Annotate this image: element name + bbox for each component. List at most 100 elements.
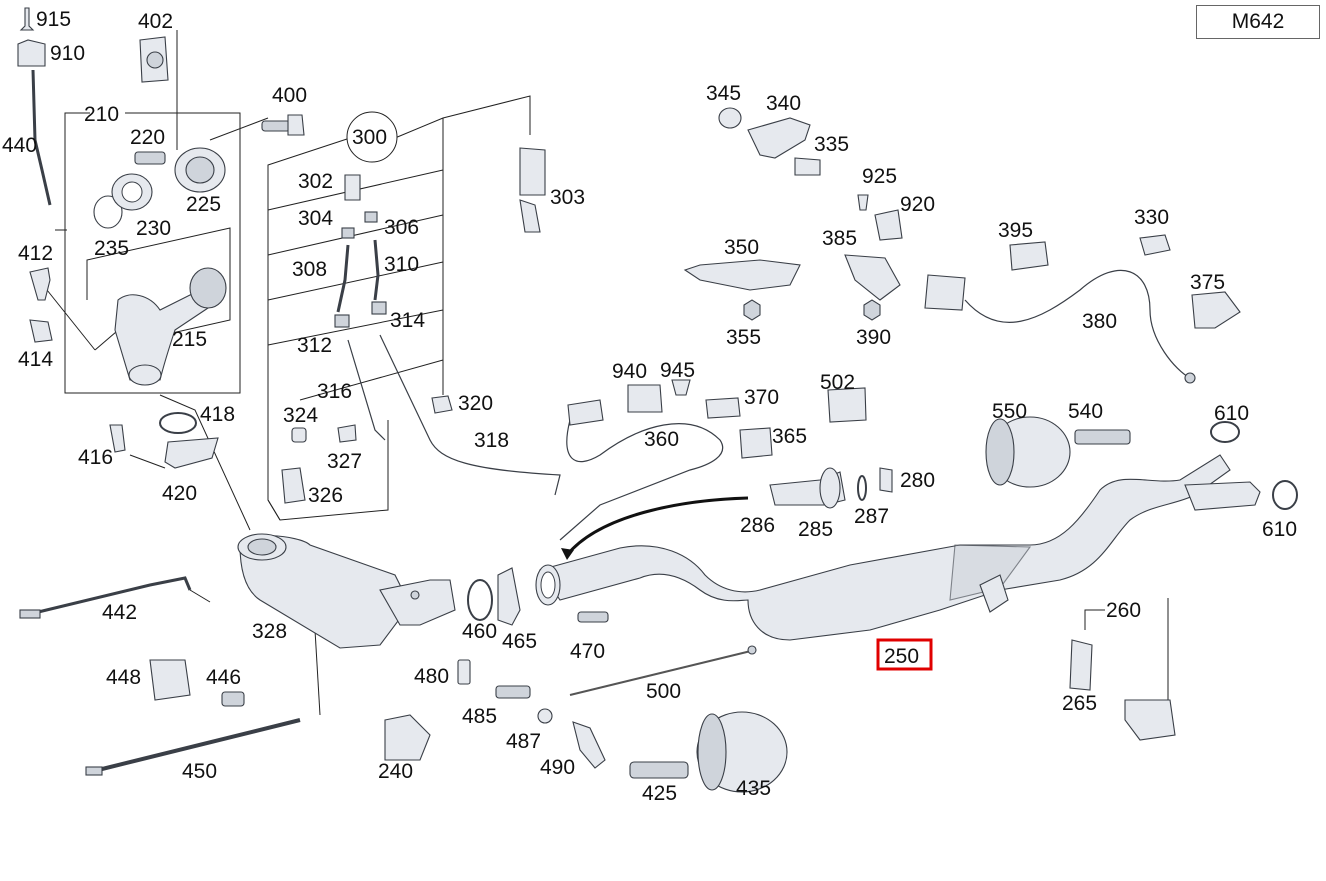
callout-395[interactable]: 395 bbox=[998, 219, 1033, 242]
callout-286[interactable]: 286 bbox=[740, 514, 775, 537]
svg-text:487: 487 bbox=[506, 730, 541, 753]
svg-text:465: 465 bbox=[502, 630, 537, 653]
callout-940[interactable]: 940 bbox=[612, 360, 647, 383]
callout-418[interactable]: 418 bbox=[200, 403, 235, 426]
callout-370[interactable]: 370 bbox=[744, 386, 779, 409]
callout-910[interactable]: 910 bbox=[50, 42, 85, 65]
svg-text:314: 314 bbox=[390, 309, 425, 332]
svg-text:310: 310 bbox=[384, 253, 419, 276]
callout-610-top[interactable]: 610 bbox=[1214, 402, 1249, 425]
callout-446[interactable]: 446 bbox=[206, 666, 241, 689]
svg-text:480: 480 bbox=[414, 665, 449, 688]
callout-310[interactable]: 310 bbox=[384, 253, 419, 276]
callout-350[interactable]: 350 bbox=[724, 236, 759, 259]
callout-485[interactable]: 485 bbox=[462, 705, 497, 728]
callout-470[interactable]: 470 bbox=[570, 640, 605, 663]
callout-425[interactable]: 425 bbox=[642, 782, 677, 805]
svg-text:416: 416 bbox=[78, 446, 113, 469]
callout-487[interactable]: 487 bbox=[506, 730, 541, 753]
callout-360[interactable]: 360 bbox=[644, 428, 679, 451]
callout-326[interactable]: 326 bbox=[308, 484, 343, 507]
svg-text:915: 915 bbox=[36, 8, 71, 31]
callout-265[interactable]: 265 bbox=[1062, 692, 1097, 715]
callout-420[interactable]: 420 bbox=[162, 482, 197, 505]
svg-text:316: 316 bbox=[317, 380, 352, 403]
callout-448[interactable]: 448 bbox=[106, 666, 141, 689]
callout-318[interactable]: 318 bbox=[474, 429, 509, 452]
callout-210[interactable]: 210 bbox=[84, 103, 119, 126]
callout-380[interactable]: 380 bbox=[1082, 310, 1117, 333]
callout-435[interactable]: 435 bbox=[736, 777, 771, 800]
callout-540[interactable]: 540 bbox=[1068, 400, 1103, 423]
svg-text:308: 308 bbox=[292, 258, 327, 281]
svg-text:375: 375 bbox=[1190, 271, 1225, 294]
callout-308[interactable]: 308 bbox=[292, 258, 327, 281]
callout-500[interactable]: 500 bbox=[646, 680, 681, 703]
svg-text:945: 945 bbox=[660, 359, 695, 382]
callout-306[interactable]: 306 bbox=[384, 216, 419, 239]
callout-324[interactable]: 324 bbox=[283, 404, 318, 427]
svg-text:940: 940 bbox=[612, 360, 647, 383]
part-drawings bbox=[17, 7, 1298, 793]
callout-442[interactable]: 442 bbox=[102, 601, 137, 624]
callout-412[interactable]: 412 bbox=[18, 242, 53, 265]
svg-text:302: 302 bbox=[298, 170, 333, 193]
callout-550[interactable]: 550 bbox=[992, 400, 1027, 423]
callout-490[interactable]: 490 bbox=[540, 756, 575, 779]
callout-945[interactable]: 945 bbox=[660, 359, 695, 382]
svg-text:385: 385 bbox=[822, 227, 857, 250]
callout-416[interactable]: 416 bbox=[78, 446, 113, 469]
callout-314[interactable]: 314 bbox=[390, 309, 425, 332]
callout-280[interactable]: 280 bbox=[900, 469, 935, 492]
callout-365[interactable]: 365 bbox=[772, 425, 807, 448]
svg-text:225: 225 bbox=[186, 193, 221, 216]
callout-303[interactable]: 303 bbox=[550, 186, 585, 209]
callout-260[interactable]: 260 bbox=[1106, 599, 1141, 622]
callout-300[interactable]: 300 bbox=[352, 126, 387, 149]
callout-610-bottom[interactable]: 610 bbox=[1262, 518, 1297, 541]
svg-text:285: 285 bbox=[798, 518, 833, 541]
callout-287[interactable]: 287 bbox=[854, 505, 889, 528]
svg-text:240: 240 bbox=[378, 760, 413, 783]
callout-335[interactable]: 335 bbox=[814, 133, 849, 156]
svg-text:326: 326 bbox=[308, 484, 343, 507]
callout-402[interactable]: 402 bbox=[138, 10, 173, 33]
callout-465[interactable]: 465 bbox=[502, 630, 537, 653]
callout-225[interactable]: 225 bbox=[186, 193, 221, 216]
callout-235[interactable]: 235 bbox=[94, 237, 129, 260]
callout-375[interactable]: 375 bbox=[1190, 271, 1225, 294]
callout-502[interactable]: 502 bbox=[820, 371, 855, 394]
callout-304[interactable]: 304 bbox=[298, 207, 333, 230]
callout-328[interactable]: 328 bbox=[252, 620, 287, 643]
callout-330[interactable]: 330 bbox=[1134, 206, 1169, 229]
callout-240[interactable]: 240 bbox=[378, 760, 413, 783]
callout-312[interactable]: 312 bbox=[297, 334, 332, 357]
callout-327[interactable]: 327 bbox=[327, 450, 362, 473]
callout-230[interactable]: 230 bbox=[136, 217, 171, 240]
callout-316[interactable]: 316 bbox=[317, 380, 352, 403]
callout-215[interactable]: 215 bbox=[172, 328, 207, 351]
callout-302[interactable]: 302 bbox=[298, 170, 333, 193]
callout-340[interactable]: 340 bbox=[766, 92, 801, 115]
svg-text:395: 395 bbox=[998, 219, 1033, 242]
svg-text:306: 306 bbox=[384, 216, 419, 239]
callout-920[interactable]: 920 bbox=[900, 193, 935, 216]
callout-285[interactable]: 285 bbox=[798, 518, 833, 541]
callout-460[interactable]: 460 bbox=[462, 620, 497, 643]
callout-250[interactable]: 250 bbox=[876, 638, 933, 671]
callout-345[interactable]: 345 bbox=[706, 82, 741, 105]
callout-385[interactable]: 385 bbox=[822, 227, 857, 250]
callout-915[interactable]: 915 bbox=[36, 8, 71, 31]
callout-220[interactable]: 220 bbox=[130, 126, 165, 149]
callout-450[interactable]: 450 bbox=[182, 760, 217, 783]
callout-320[interactable]: 320 bbox=[458, 392, 493, 415]
callout-480[interactable]: 480 bbox=[414, 665, 449, 688]
callout-390[interactable]: 390 bbox=[856, 326, 891, 349]
callout-925[interactable]: 925 bbox=[862, 165, 897, 188]
svg-text:550: 550 bbox=[992, 400, 1027, 423]
callout-440[interactable]: 440 bbox=[2, 134, 37, 157]
callout-414[interactable]: 414 bbox=[18, 348, 53, 371]
callout-355[interactable]: 355 bbox=[726, 326, 761, 349]
highlight-frame bbox=[876, 638, 933, 671]
callout-400[interactable]: 400 bbox=[272, 84, 307, 107]
